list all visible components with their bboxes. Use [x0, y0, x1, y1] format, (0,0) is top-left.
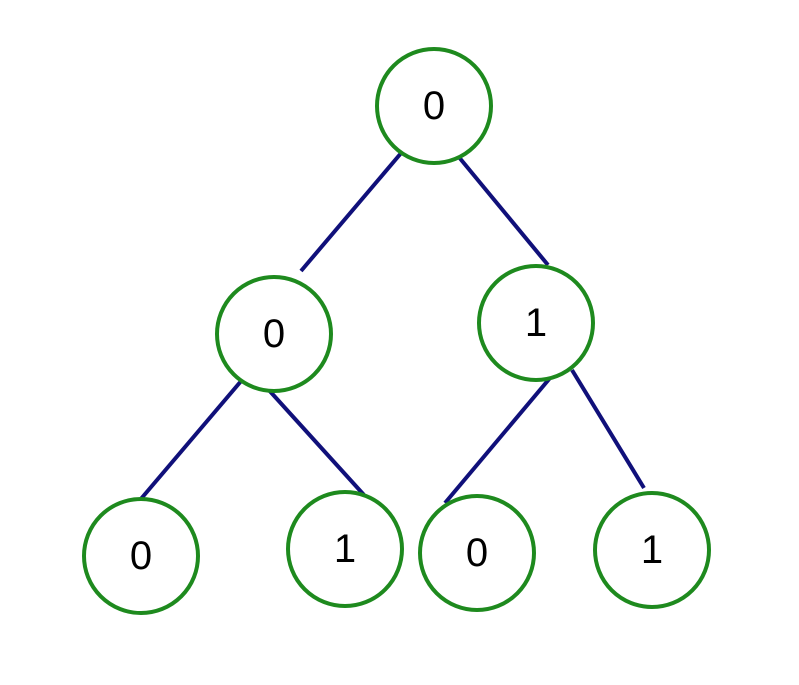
node-circle [82, 497, 200, 615]
node-circle [286, 490, 404, 608]
tree-node-ll: 0 [82, 497, 200, 615]
tree-node-r: 1 [477, 264, 595, 382]
node-label: 0 [466, 531, 488, 575]
node-label: 1 [334, 527, 356, 571]
node-circle [375, 47, 493, 165]
node-label: 0 [423, 84, 445, 128]
edges-layer [138, 150, 646, 505]
node-label: 1 [525, 301, 547, 345]
tree-node-root: 0 [375, 47, 493, 165]
tree-node-lr: 1 [286, 490, 404, 608]
edge-root-r [456, 154, 550, 267]
node-label: 0 [130, 534, 152, 578]
node-circle [215, 275, 333, 393]
tree-node-rr: 1 [593, 491, 711, 609]
node-circle [418, 494, 536, 612]
edge-r-rl [443, 376, 552, 505]
node-label: 0 [263, 312, 285, 356]
edge-r-rr [570, 368, 646, 490]
node-circle [477, 264, 595, 382]
tree-node-l: 0 [215, 275, 333, 393]
edge-l-ll [138, 378, 244, 502]
edge-root-l [299, 150, 404, 273]
edge-l-lr [265, 386, 366, 497]
nodes-layer: 0 0 1 0 1 0 1 [82, 47, 711, 615]
tree-node-rl: 0 [418, 494, 536, 612]
node-label: 1 [641, 528, 663, 572]
node-circle [593, 491, 711, 609]
